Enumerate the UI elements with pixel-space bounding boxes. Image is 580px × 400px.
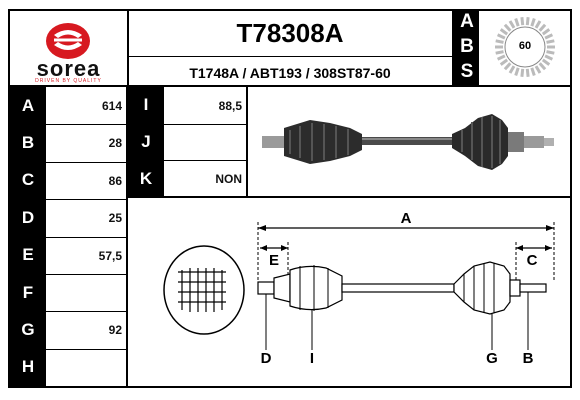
logo-divider xyxy=(127,11,129,85)
spec-right-divider xyxy=(246,87,248,197)
spec-label-4: D xyxy=(21,207,35,227)
abs-letter-strip xyxy=(454,11,479,85)
spec-label-3: C xyxy=(21,170,35,190)
abs-letter-b: B xyxy=(460,36,474,57)
spec-value-2: 28 xyxy=(108,136,122,151)
abs-letter-s: S xyxy=(460,61,474,82)
spec-label-7: G xyxy=(21,320,35,340)
spec-label-2: B xyxy=(21,133,35,153)
spec-row-divider xyxy=(46,236,128,238)
spec-row-divider xyxy=(46,199,128,201)
spec-value-7: 92 xyxy=(108,323,122,338)
spec-label-5: E xyxy=(22,245,34,265)
brand-emblem-icon xyxy=(46,23,90,59)
dimension-label-i: I xyxy=(309,350,315,367)
header-bottom xyxy=(10,85,570,87)
spec-label-8: H xyxy=(21,357,35,377)
spec-row-divider xyxy=(46,124,128,126)
spec-value-5: 57,5 xyxy=(98,248,122,263)
dimension-label-g: G xyxy=(486,350,498,367)
spec-row-divider xyxy=(46,311,128,313)
brand-name: sorea xyxy=(36,56,101,81)
header-divider xyxy=(128,56,454,57)
spec-sheet xyxy=(8,9,572,388)
dimension-label-d: D xyxy=(260,350,272,367)
dimension-label-a: A xyxy=(400,210,412,227)
spec-right-label-1: I xyxy=(143,95,149,115)
spec-value-4: 25 xyxy=(108,211,122,226)
spec-row-divider xyxy=(46,274,128,275)
spec-label-1: A xyxy=(21,95,35,115)
dimension-label-e: E xyxy=(268,252,279,269)
spec-label-6: F xyxy=(22,282,34,302)
spec-column-divider xyxy=(126,87,128,386)
abs-ring-icon xyxy=(495,17,555,77)
spec-value-3: 86 xyxy=(108,173,122,188)
spec-right-row-divider xyxy=(164,123,246,125)
dimension-label-c: C xyxy=(526,252,538,269)
spec-right-row-divider xyxy=(164,160,246,162)
spec-right-label-3: K xyxy=(139,168,153,188)
cross-references: T1748A / ABT193 / 308ST87-60 xyxy=(189,65,391,81)
spec-row-divider xyxy=(46,161,128,163)
abs-teeth-count: 60 xyxy=(518,40,532,52)
brand-tagline: DRIVEN BY QUALITY xyxy=(35,78,102,84)
brand-logo: sorea DRIVEN BY QUALITY xyxy=(10,11,127,84)
part-number: T78308A xyxy=(236,18,344,48)
dimension-diagram: A E C D I G B xyxy=(130,200,570,386)
spec-letter-strip-right xyxy=(128,87,164,197)
product-photo xyxy=(250,90,568,194)
spec-right-label-2: J xyxy=(141,132,151,152)
spec-row-divider xyxy=(46,348,128,350)
abs-letter-a: A xyxy=(460,11,474,32)
abs-divider xyxy=(452,11,454,85)
spec-right-bottom xyxy=(128,196,570,198)
dimension-label-b: B xyxy=(522,350,534,367)
spec-letter-strip xyxy=(10,87,46,386)
abs-ring: 60 xyxy=(485,13,565,81)
spec-right-value-3: NON xyxy=(215,172,242,187)
spec-value-1: 614 xyxy=(101,99,122,113)
spec-right-value-1: 88,5 xyxy=(218,99,242,113)
